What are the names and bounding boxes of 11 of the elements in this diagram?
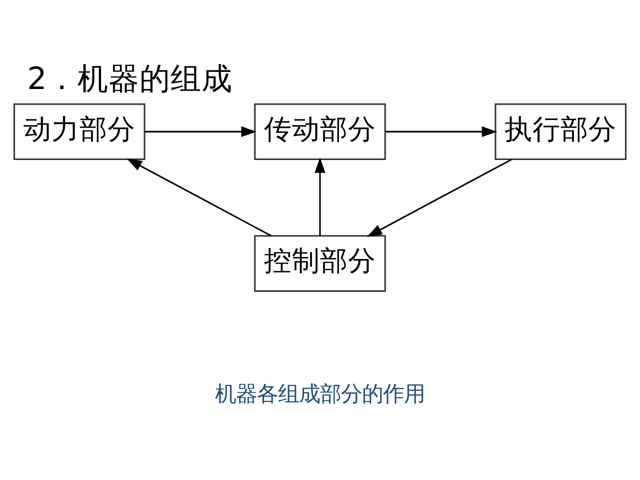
arrow: [126, 158, 272, 236]
arrow: [314, 157, 326, 236]
node-box: 执行部分: [494, 102, 626, 160]
node-box: 传动部分: [254, 102, 386, 160]
arrow: [385, 126, 498, 137]
arrow: [366, 158, 512, 236]
diagram-title: 2．机器的组成: [27, 61, 233, 96]
label: 机器各组成部分的作用: [215, 381, 425, 406]
node-box: 控制部分: [254, 234, 386, 292]
arrow: [144, 126, 257, 137]
node-box: 动力部分: [14, 102, 146, 160]
